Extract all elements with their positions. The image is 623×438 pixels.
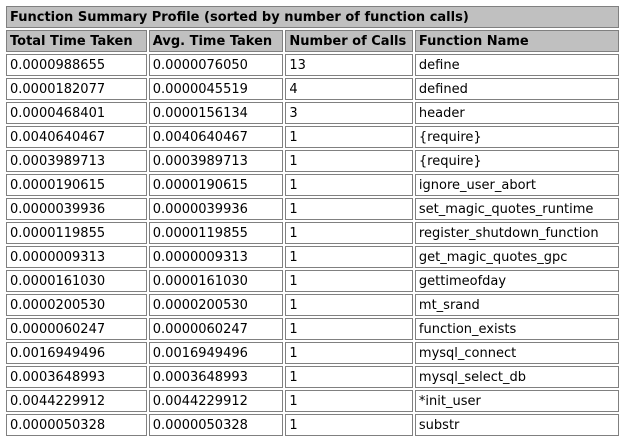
calls-cell: 1 bbox=[285, 366, 413, 388]
avg-time-cell: 0.0003989713 bbox=[148, 150, 284, 172]
function-name-cell: mt_srand bbox=[414, 294, 619, 316]
avg-time-cell: 0.0000190615 bbox=[148, 174, 284, 196]
calls-cell: 1 bbox=[285, 414, 413, 436]
function-summary-table: Function Summary Profile (sorted by numb… bbox=[4, 4, 621, 438]
calls-cell: 1 bbox=[285, 246, 413, 268]
function-name-cell: gettimeofday bbox=[414, 270, 619, 292]
total-time-cell: 0.0003989713 bbox=[6, 150, 147, 172]
avg-time-cell: 0.0000050328 bbox=[148, 414, 284, 436]
header-number-of-calls: Number of Calls bbox=[285, 30, 413, 52]
total-time-cell: 0.0000119855 bbox=[6, 222, 147, 244]
total-time-cell: 0.0016949496 bbox=[6, 342, 147, 364]
function-name-cell: {require} bbox=[414, 126, 619, 148]
calls-cell: 3 bbox=[285, 102, 413, 124]
calls-cell: 4 bbox=[285, 78, 413, 100]
calls-cell: 1 bbox=[285, 174, 413, 196]
caption-row: Function Summary Profile (sorted by numb… bbox=[6, 6, 619, 28]
total-time-cell: 0.0000988655 bbox=[6, 54, 147, 76]
header-total-time: Total Time Taken bbox=[6, 30, 147, 52]
avg-time-cell: 0.0040640467 bbox=[148, 126, 284, 148]
avg-time-cell: 0.0000161030 bbox=[148, 270, 284, 292]
function-name-cell: mysql_select_db bbox=[414, 366, 619, 388]
function-name-cell: *init_user bbox=[414, 390, 619, 412]
header-avg-time: Avg. Time Taken bbox=[148, 30, 284, 52]
calls-cell: 1 bbox=[285, 294, 413, 316]
avg-time-cell: 0.0000200530 bbox=[148, 294, 284, 316]
total-time-cell: 0.0044229912 bbox=[6, 390, 147, 412]
calls-cell: 1 bbox=[285, 342, 413, 364]
function-name-cell: get_magic_quotes_gpc bbox=[414, 246, 619, 268]
table-caption: Function Summary Profile (sorted by numb… bbox=[6, 6, 619, 28]
total-time-cell: 0.0000009313 bbox=[6, 246, 147, 268]
calls-cell: 1 bbox=[285, 198, 413, 220]
avg-time-cell: 0.0000076050 bbox=[148, 54, 284, 76]
total-time-cell: 0.0003648993 bbox=[6, 366, 147, 388]
function-name-cell: defined bbox=[414, 78, 619, 100]
calls-cell: 1 bbox=[285, 222, 413, 244]
total-time-cell: 0.0000182077 bbox=[6, 78, 147, 100]
header-row: Total Time Taken Avg. Time Taken Number … bbox=[6, 30, 619, 52]
function-name-cell: set_magic_quotes_runtime bbox=[414, 198, 619, 220]
function-name-cell: ignore_user_abort bbox=[414, 174, 619, 196]
function-name-cell: {require} bbox=[414, 150, 619, 172]
calls-cell: 13 bbox=[285, 54, 413, 76]
function-name-cell: header bbox=[414, 102, 619, 124]
total-time-cell: 0.0000468401 bbox=[6, 102, 147, 124]
avg-time-cell: 0.0000039936 bbox=[148, 198, 284, 220]
avg-time-cell: 0.0016949496 bbox=[148, 342, 284, 364]
calls-cell: 1 bbox=[285, 150, 413, 172]
function-name-cell: substr bbox=[414, 414, 619, 436]
calls-cell: 1 bbox=[285, 126, 413, 148]
avg-time-cell: 0.0000060247 bbox=[148, 318, 284, 340]
total-time-cell: 0.0040640467 bbox=[6, 126, 147, 148]
function-name-cell: register_shutdown_function bbox=[414, 222, 619, 244]
avg-time-cell: 0.0003648993 bbox=[148, 366, 284, 388]
avg-time-cell: 0.0000156134 bbox=[148, 102, 284, 124]
total-time-cell: 0.0000060247 bbox=[6, 318, 147, 340]
total-time-cell: 0.0000190615 bbox=[6, 174, 147, 196]
total-time-cell: 0.0000050328 bbox=[6, 414, 147, 436]
total-time-cell: 0.0000161030 bbox=[6, 270, 147, 292]
function-name-cell: define bbox=[414, 54, 619, 76]
calls-cell: 1 bbox=[285, 270, 413, 292]
avg-time-cell: 0.0000119855 bbox=[148, 222, 284, 244]
avg-time-cell: 0.0000045519 bbox=[148, 78, 284, 100]
calls-cell: 1 bbox=[285, 318, 413, 340]
function-name-cell: mysql_connect bbox=[414, 342, 619, 364]
total-time-cell: 0.0000200530 bbox=[6, 294, 147, 316]
avg-time-cell: 0.0000009313 bbox=[148, 246, 284, 268]
calls-cell: 1 bbox=[285, 390, 413, 412]
function-name-cell: function_exists bbox=[414, 318, 619, 340]
total-time-cell: 0.0000039936 bbox=[6, 198, 147, 220]
avg-time-cell: 0.0044229912 bbox=[148, 390, 284, 412]
header-function-name: Function Name bbox=[414, 30, 619, 52]
